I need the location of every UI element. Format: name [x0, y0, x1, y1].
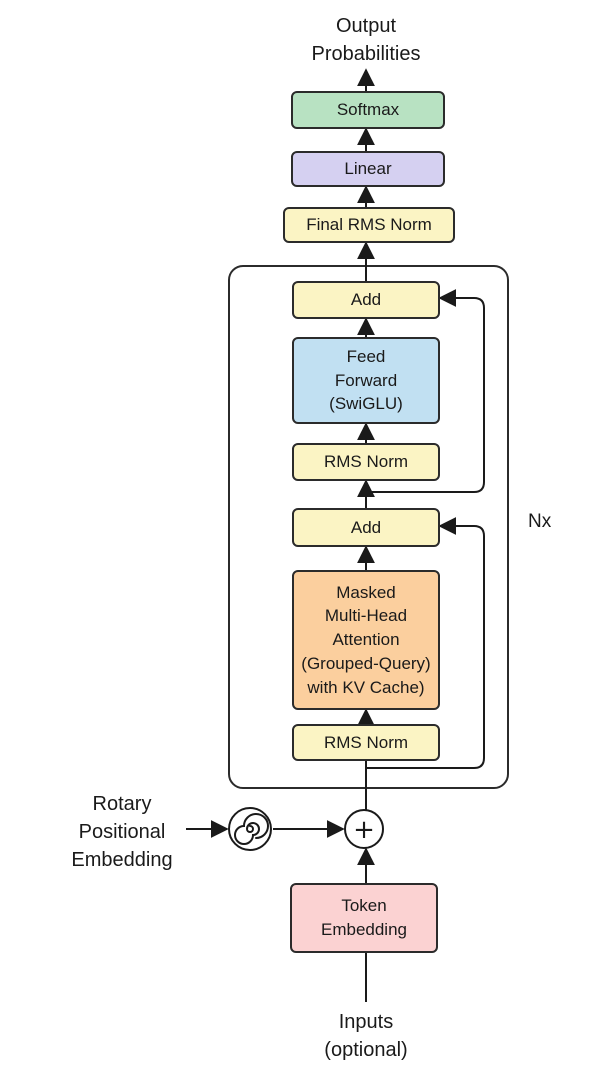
- residual-connection-feedforward: [366, 289, 485, 493]
- add-block-bottom-line: Add: [350, 517, 382, 537]
- token-embedding-block-line: Token: [341, 896, 387, 916]
- attention-block-line: Attention: [332, 630, 400, 650]
- repeat-label: Nx: [528, 511, 552, 532]
- rope-label-line: Embedding: [71, 849, 173, 871]
- softmax-block: Softmax: [291, 91, 445, 129]
- attention-block-line: (Grouped-Query): [301, 653, 431, 673]
- attention-block-line: with KV Cache): [307, 677, 425, 697]
- add-block-top: Add: [292, 281, 440, 319]
- inputs-label-line: (optional): [324, 1039, 408, 1061]
- plus-symbol: +: [353, 815, 375, 845]
- rms-norm-block-top-line: RMS Norm: [323, 452, 409, 472]
- add-block-top-line: Add: [350, 290, 382, 310]
- inputs-label: Inputs (optional): [296, 1008, 436, 1064]
- residual-connection-attention: [366, 517, 485, 769]
- token-embedding-block-line: Embedding: [320, 920, 407, 939]
- feed-forward-block-line: (SwiGLU): [329, 394, 403, 414]
- final-rms-norm-block-line: Final RMS Norm: [306, 215, 432, 235]
- plus-node: +: [344, 809, 384, 849]
- feed-forward-block-line: Forward: [334, 370, 398, 390]
- rms-norm-block-top: RMS Norm: [292, 443, 440, 481]
- inputs-label-line: Inputs: [338, 1011, 394, 1033]
- rms-norm-block-bottom-line: RMS Norm: [323, 732, 409, 752]
- linear-block-line: Linear: [344, 159, 392, 179]
- repeat-frame: [228, 265, 509, 789]
- rotary-swirl-icon: [228, 807, 272, 851]
- rope-label-line: Positional: [78, 821, 166, 843]
- linear-block: Linear: [291, 151, 445, 187]
- output-probabilities-label-line: Probabilities: [311, 43, 421, 65]
- final-rms-norm-block: Final RMS Norm: [283, 207, 455, 243]
- rms-norm-block-bottom: RMS Norm: [292, 724, 440, 761]
- rope-label-line: Rotary: [92, 793, 152, 815]
- softmax-block-line: Softmax: [336, 100, 400, 120]
- output-probabilities-label-line: Output: [335, 15, 397, 37]
- add-block-bottom: Add: [292, 508, 440, 547]
- attention-block-line: Multi-Head: [324, 606, 408, 626]
- attention-block-line: Masked: [336, 582, 396, 602]
- feed-forward-block-line: Feed: [346, 346, 386, 366]
